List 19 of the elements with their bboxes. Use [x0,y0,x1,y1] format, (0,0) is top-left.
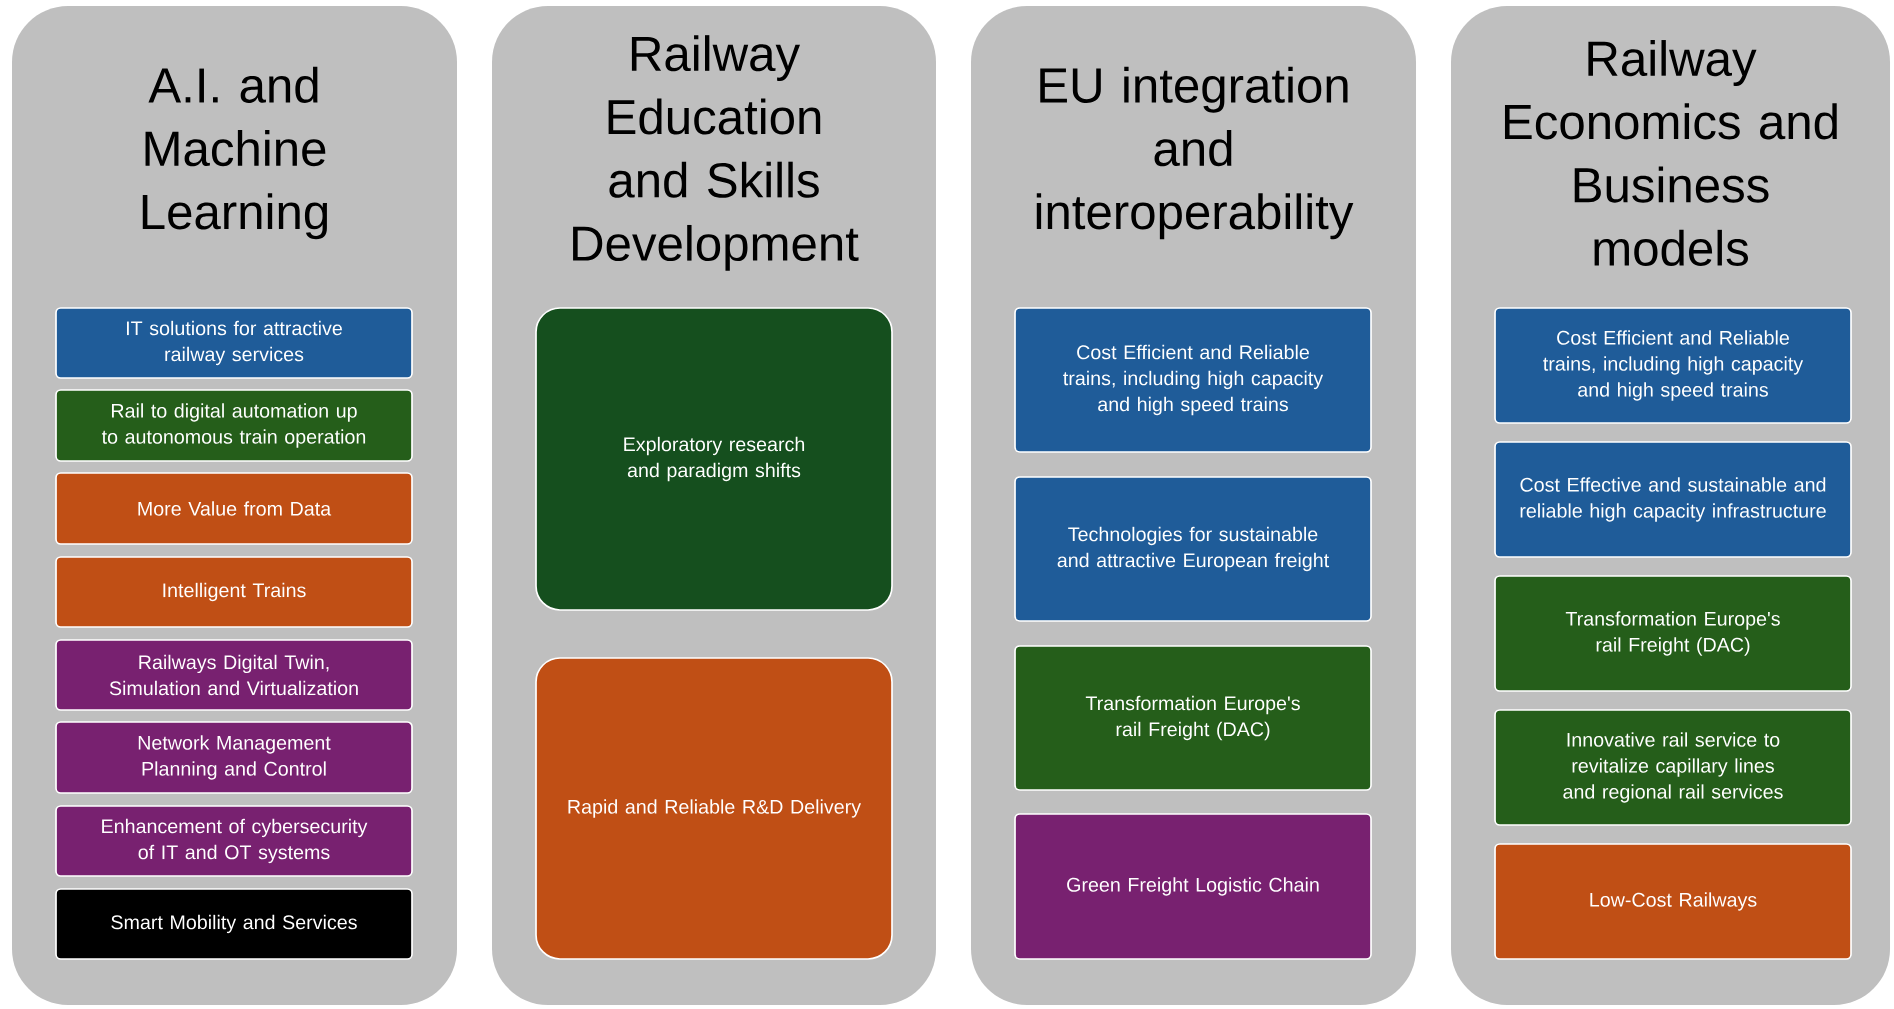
topic-box: Intelligent Trains [55,556,413,628]
topic-box: Exploratory research and paradigm shifts [535,307,893,611]
topic-box: Cost Efficient and Reliable trains, including high capacity and high speed trains [1494,307,1852,424]
topic-box: Transformation Europe's rail Freight (DAC) [1494,575,1852,692]
topic-box: Rapid and Reliable R&D Delivery [535,657,893,960]
topic-box: Cost Efficient and Reliable trains, including high capacity and high speed trains [1014,307,1372,453]
topic-box: Low-Cost Railways [1494,843,1852,960]
topic-box: Innovative rail service to revitalize capillary lines and regional rail services [1494,709,1852,826]
topic-box: Enhancement of cybersecurity of IT and OT systems [55,805,413,877]
topic-box: Rail to digital automation up to autonomous train operation [55,389,413,462]
topic-box: Transformation Europe's rail Freight (DAC) [1014,645,1372,791]
topic-box: Railways Digital Twin, Simulation and Virtualization [55,639,413,711]
topic-box: Technologies for sustainable and attractive European freight [1014,476,1372,622]
topic-box: Cost Effective and sustainable and reliable high capacity infrastructure [1494,441,1852,558]
topic-box: IT solutions for attractive railway services [55,307,413,379]
topic-box: Green Freight Logistic Chain [1014,813,1372,960]
topic-box: Network Management Planning and Control [55,721,413,794]
topic-box: Smart Mobility and Services [55,888,413,960]
topic-box: More Value from Data [55,472,413,545]
